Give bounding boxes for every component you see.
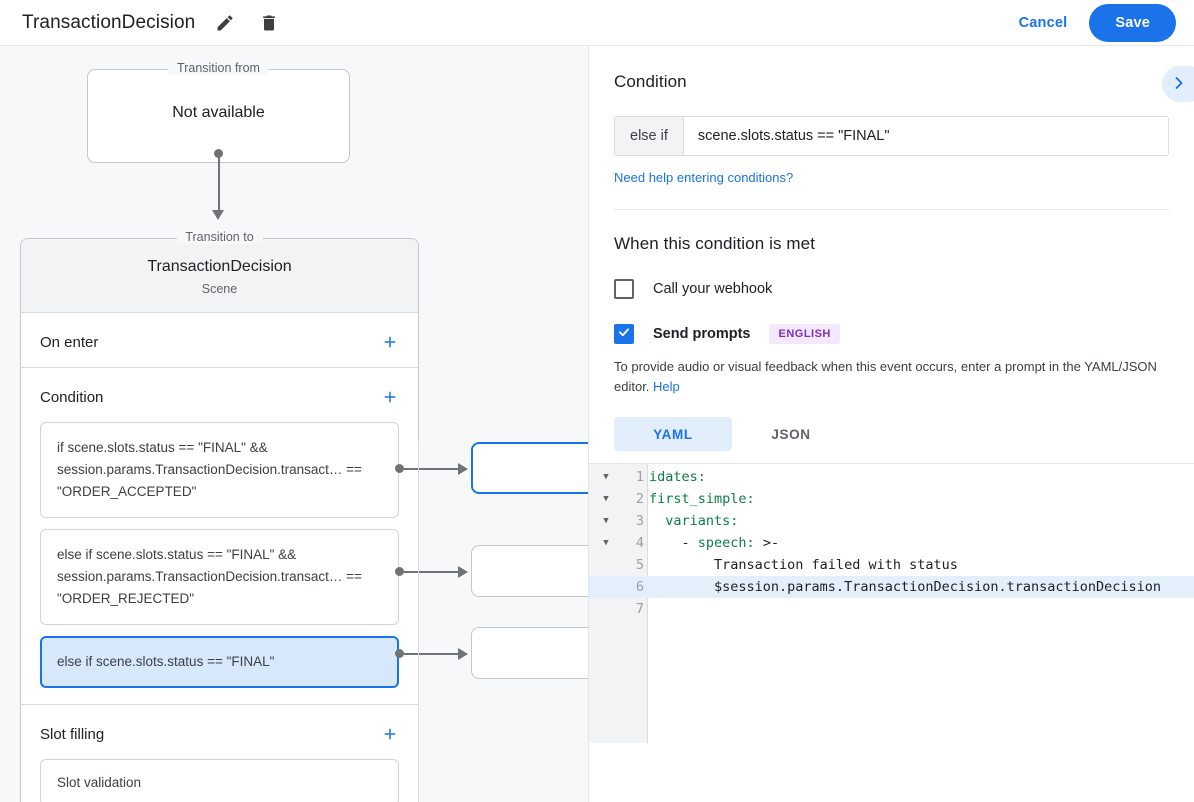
- section-title-slot-filling: Slot filling: [40, 725, 105, 743]
- tab-json[interactable]: JSON: [732, 417, 850, 451]
- condition-prefix-label: else if: [615, 117, 684, 155]
- slot-validation-item[interactable]: Slot validation: [40, 759, 399, 802]
- scene-header[interactable]: TransactionDecision Scene: [21, 239, 418, 313]
- send-prompts-row: Send prompts ENGLISH: [614, 324, 1169, 344]
- connector-arrow: [212, 210, 224, 220]
- prompts-hint: To provide audio or visual feedback when…: [614, 357, 1169, 397]
- plus-icon: [381, 333, 399, 351]
- code-line[interactable]: 7: [589, 598, 1194, 620]
- code-text: Transaction failed with status: [649, 557, 958, 574]
- page-title: TransactionDecision: [22, 11, 196, 33]
- pencil-icon: [215, 13, 235, 33]
- when-condition-met-section: When this condition is met Call your web…: [589, 210, 1194, 452]
- condition-section: Condition else if Need help entering con…: [589, 46, 1194, 210]
- transition-from-value: Not available: [172, 104, 265, 121]
- prompts-hint-text: To provide audio or visual feedback when…: [614, 359, 1157, 395]
- code-line[interactable]: ▼ 4 - speech: >-: [589, 532, 1194, 554]
- scene-card: Transition to TransactionDecision Scene …: [20, 230, 419, 802]
- details-panel: Condition else if Need help entering con…: [588, 46, 1194, 802]
- section-condition: Condition if scene.slots.status == "FINA…: [21, 368, 418, 705]
- code-line[interactable]: ▼ 1 idates:: [589, 466, 1194, 488]
- transition-from-box[interactable]: Transition from Not available: [87, 61, 350, 163]
- cancel-button[interactable]: Cancel: [1005, 6, 1082, 40]
- code-text: - speech: >-: [649, 535, 780, 552]
- line-number: 4: [635, 535, 644, 552]
- send-prompts-checkbox[interactable]: [614, 324, 634, 344]
- section-title-on-enter: On enter: [40, 333, 99, 351]
- condition-heading: Condition: [614, 72, 687, 91]
- send-prompts-label: Send prompts: [653, 326, 751, 342]
- editor-fold-column: [589, 464, 622, 744]
- collapse-panel-button[interactable]: [1162, 66, 1194, 102]
- edit-button[interactable]: [211, 9, 239, 37]
- editor-format-tabs: YAML JSON: [614, 417, 1169, 452]
- code-line[interactable]: 6 $session.params.TransactionDecision.tr…: [589, 576, 1194, 599]
- edge-dot: [395, 567, 404, 576]
- code-text: $session.params.TransactionDecision.tran…: [649, 579, 1162, 596]
- condition-item-selected[interactable]: else if scene.slots.status == "FINAL": [40, 636, 399, 688]
- line-number: 3: [635, 513, 644, 530]
- edge-arrow: [458, 648, 468, 660]
- section-slot-filling: Slot filling Slot validation: [21, 705, 418, 802]
- edge-line: [404, 653, 460, 655]
- add-condition-button[interactable]: [378, 385, 402, 409]
- add-slot-filling-button[interactable]: [378, 722, 402, 746]
- save-button[interactable]: Save: [1089, 3, 1176, 42]
- line-number: 1: [635, 469, 644, 486]
- plus-icon: [381, 388, 399, 406]
- call-webhook-label: Call your webhook: [653, 281, 773, 297]
- editor-line-number-gutter: [622, 464, 648, 744]
- code-text: first_simple:: [649, 491, 755, 508]
- edge-dot: [395, 464, 404, 473]
- section-title-condition: Condition: [40, 388, 104, 406]
- fold-triangle-icon[interactable]: ▼: [603, 538, 609, 549]
- edge-arrow: [458, 566, 468, 578]
- line-number: 2: [635, 491, 644, 508]
- code-text: idates:: [649, 469, 706, 486]
- code-line[interactable]: ▼ 2 first_simple:: [589, 488, 1194, 510]
- line-number: 6: [635, 579, 644, 596]
- canvas-guide-line: [418, 441, 419, 802]
- condition-item[interactable]: else if scene.slots.status == "FINAL" &&…: [40, 529, 399, 625]
- line-number: 5: [635, 557, 644, 574]
- condition-item[interactable]: if scene.slots.status == "FINAL" && sess…: [40, 422, 399, 518]
- condition-expression-input[interactable]: [683, 117, 1168, 155]
- edge-line: [404, 468, 460, 470]
- trash-icon: [259, 13, 279, 33]
- delete-button[interactable]: [255, 9, 283, 37]
- transition-to-legend: Transition to: [176, 230, 263, 244]
- add-on-enter-button[interactable]: [378, 330, 402, 354]
- code-line[interactable]: 5 Transaction failed with status: [589, 554, 1194, 576]
- language-badge: ENGLISH: [769, 324, 840, 344]
- panel-divider: [614, 209, 1169, 210]
- prompts-help-link[interactable]: Help: [653, 379, 680, 395]
- plus-icon: [381, 725, 399, 743]
- chevron-right-icon: [1169, 73, 1189, 96]
- toolbar-actions: Cancel Save: [1005, 3, 1194, 42]
- edge-line: [404, 571, 460, 573]
- connector-dot: [214, 149, 223, 158]
- edge-dot: [395, 649, 404, 658]
- fold-triangle-icon[interactable]: ▼: [603, 472, 609, 483]
- code-text: variants:: [665, 513, 739, 530]
- tab-yaml[interactable]: YAML: [614, 417, 732, 452]
- code-line[interactable]: ▼ 3 variants:: [589, 510, 1194, 532]
- scene-name: TransactionDecision: [147, 258, 292, 275]
- check-icon: [617, 325, 631, 344]
- scene-type: Scene: [201, 282, 238, 296]
- when-condition-met-heading: When this condition is met: [614, 234, 816, 253]
- section-on-enter: On enter: [21, 313, 418, 368]
- top-toolbar: TransactionDecision Cancel Save: [0, 0, 1194, 46]
- fold-triangle-icon[interactable]: ▼: [603, 494, 609, 505]
- fold-triangle-icon[interactable]: ▼: [603, 516, 609, 527]
- condition-help-link[interactable]: Need help entering conditions?: [614, 170, 794, 185]
- line-number: 7: [635, 601, 644, 618]
- condition-input-row: else if: [614, 116, 1169, 156]
- yaml-editor[interactable]: ▼ 1 idates: ▼ 2 first_simple: ▼ 3 variants: ▼ 4 -…: [589, 463, 1194, 744]
- edge-arrow: [458, 463, 468, 475]
- connector-line: [218, 154, 220, 216]
- webhook-row: Call your webhook: [614, 279, 1169, 299]
- call-webhook-checkbox[interactable]: [614, 279, 634, 299]
- transition-from-legend: Transition from: [168, 61, 269, 75]
